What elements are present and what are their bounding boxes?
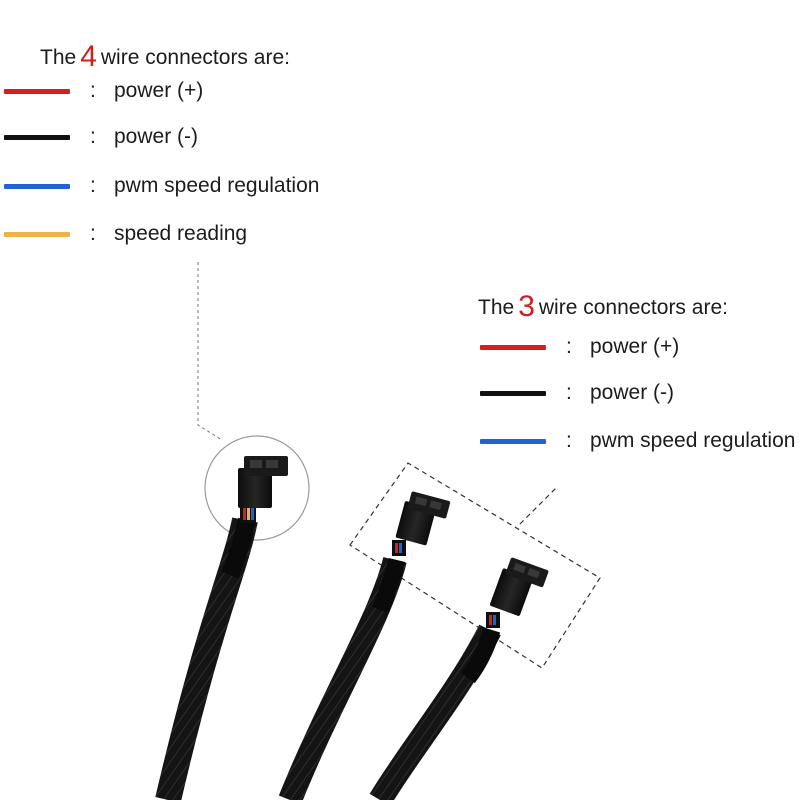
separator: : xyxy=(566,381,572,404)
three-wire-title-suffix: wire connectors are: xyxy=(538,296,728,319)
wire-label: power (+) xyxy=(590,335,680,358)
separator: : xyxy=(90,79,96,102)
four-wire-number: 4 xyxy=(80,40,97,73)
wire-label: power (-) xyxy=(114,125,199,148)
leader-line-3wire xyxy=(519,487,557,525)
cable-4wire xyxy=(155,456,288,800)
four-wire-row-power-minus: : power (-) xyxy=(4,122,198,152)
four-wire-row-power-plus: : power (+) xyxy=(4,76,203,106)
separator: : xyxy=(90,222,96,245)
separator: : xyxy=(90,174,96,197)
wire-label: pwm speed regulation xyxy=(114,174,320,197)
four-wire-row-speed-reading: : speed reading xyxy=(4,219,247,249)
connector-4pin xyxy=(238,456,288,508)
four-wire-title-suffix: wire connectors are: xyxy=(100,46,290,69)
black-wire-swatch xyxy=(4,134,70,140)
separator: : xyxy=(566,335,572,358)
connector-3pin-a xyxy=(395,491,451,546)
wire-label: power (+) xyxy=(114,79,204,102)
four-wire-title-prefix: The xyxy=(40,46,77,69)
separator: : xyxy=(90,125,96,148)
three-wire-title-prefix: The xyxy=(478,296,515,319)
wire-label: pwm speed regulation xyxy=(590,429,796,452)
dashed-box-3wire xyxy=(349,462,601,669)
yellow-wire-swatch xyxy=(4,231,70,237)
red-wire-swatch xyxy=(480,344,546,350)
magnifier-circle xyxy=(204,435,310,541)
wire-label: speed reading xyxy=(114,222,248,245)
blue-wire-swatch xyxy=(4,183,70,189)
blue-wire-swatch xyxy=(480,438,546,444)
cable-3wire-b xyxy=(369,557,549,800)
three-wire-row-power-plus: : power (+) xyxy=(480,332,679,362)
four-wire-row-pwm: : pwm speed regulation xyxy=(4,171,319,201)
three-wire-number: 3 xyxy=(518,290,535,323)
connector-3pin-b xyxy=(490,557,549,616)
separator: : xyxy=(566,429,572,452)
cable-3wire-a xyxy=(278,491,451,800)
red-wire-swatch xyxy=(4,88,70,94)
black-wire-swatch xyxy=(480,390,546,396)
three-wire-row-pwm: : pwm speed regulation xyxy=(480,426,795,456)
three-wire-row-power-minus: : power (-) xyxy=(480,378,674,408)
wire-label: power (-) xyxy=(590,381,675,404)
leader-line-4wire xyxy=(197,262,223,441)
